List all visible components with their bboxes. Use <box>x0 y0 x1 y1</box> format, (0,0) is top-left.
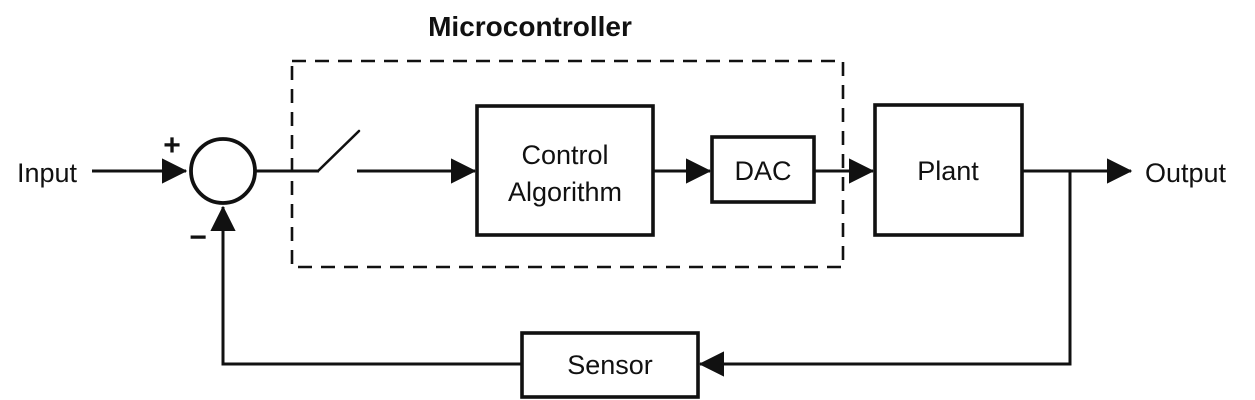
output-label: Output <box>1145 158 1227 188</box>
sampler-switch <box>316 129 361 173</box>
plus-sign: + <box>163 129 181 162</box>
control-algorithm-block: Control Algorithm <box>475 104 655 237</box>
microcontroller-boundary <box>290 59 845 269</box>
plant-block: Plant <box>873 103 1024 237</box>
summing-junction-circle <box>189 137 257 205</box>
input-label: Input <box>17 158 78 188</box>
control-algorithm-box <box>475 104 655 237</box>
dac-label: DAC <box>734 156 791 186</box>
dac-block: DAC <box>710 135 816 204</box>
control-algorithm-label-line1: Control <box>521 140 608 170</box>
sensor-label: Sensor <box>567 350 653 380</box>
feedback-tap-line <box>698 171 1072 377</box>
feedback-return-line <box>210 205 522 366</box>
dac-box <box>710 135 816 204</box>
sensor-box <box>520 331 700 399</box>
plant-label: Plant <box>917 156 979 186</box>
control-algorithm-label-line2: Algorithm <box>508 177 622 207</box>
sensor-block: Sensor <box>520 331 700 399</box>
microcontroller-title: Microcontroller <box>428 11 632 42</box>
minus-sign: − <box>189 221 207 254</box>
summing-junction: + − <box>163 129 257 254</box>
